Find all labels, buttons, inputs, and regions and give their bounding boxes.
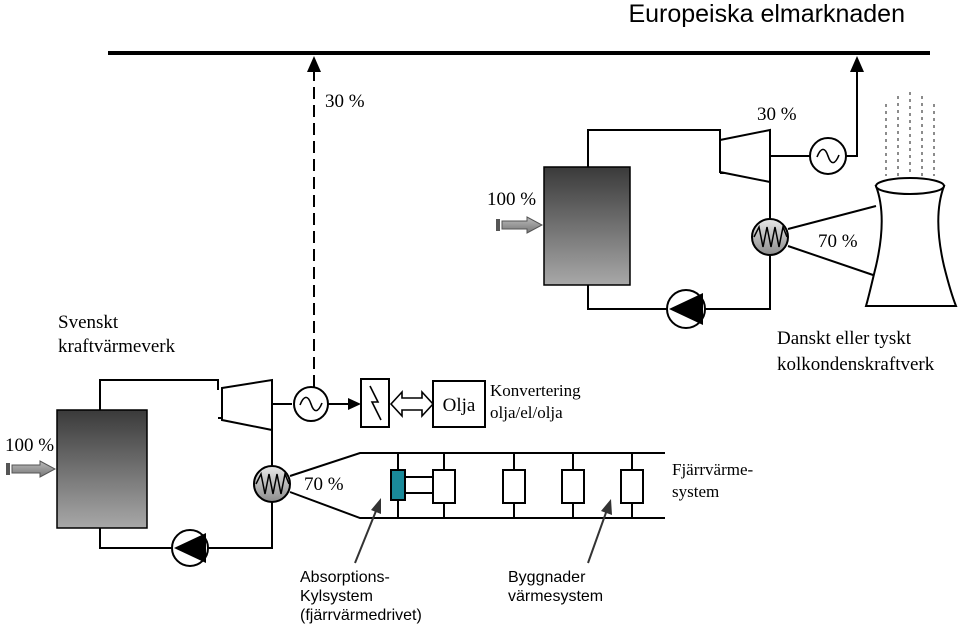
consumer-unit-1 — [432, 469, 456, 504]
absorption-chiller-unit — [390, 469, 406, 501]
swedish-plant-label-line1: Svenskt — [58, 312, 119, 333]
foreign-input-percent: 100 % — [487, 189, 536, 210]
district-heating-network — [289, 452, 665, 519]
cooling-tower — [864, 177, 958, 307]
district-heating-consumers — [390, 453, 644, 518]
swedish-turbine — [221, 378, 273, 432]
cooling-tower-vapour — [885, 92, 935, 176]
foreign-loss-percent: 70 % — [818, 231, 858, 252]
buildings-callout-line2: värmesystem — [508, 588, 603, 605]
consumer-unit-4 — [620, 469, 644, 504]
foreign-input-arrow — [496, 216, 544, 234]
conversion-label-line2: olja/el/olja — [490, 403, 563, 422]
foreign-export-arrowhead — [850, 56, 864, 72]
swedish-input-arrow — [6, 460, 57, 478]
page-title: Europeiska elmarknaden — [628, 0, 905, 28]
absorption-callout-line3: (fjärrvärmedrivet) — [300, 607, 422, 624]
lightning-icon — [369, 385, 382, 421]
absorption-callout-line1: Absorptions- — [300, 569, 390, 586]
foreign-electricity-percent: 30 % — [757, 104, 797, 125]
district-heating-label-line1: Fjärrvärme- — [672, 460, 754, 479]
consumer-unit-2 — [502, 469, 526, 504]
swedish-heat-percent: 70 % — [304, 474, 344, 495]
foreign-condenser — [751, 218, 789, 256]
swedish-pump-triangle-icon — [174, 533, 206, 563]
foreign-plant-label-line1: Danskt eller tyskt — [777, 328, 912, 349]
consumer-unit-3 — [561, 469, 585, 504]
oil-box — [432, 380, 486, 428]
swedish-export-arrowhead — [307, 56, 321, 72]
buildings-callout-line1: Byggnader — [508, 569, 586, 586]
foreign-boiler — [543, 166, 631, 286]
foreign-turbine — [719, 128, 771, 184]
oil-box-label: Olja — [443, 395, 476, 416]
swedish-electricity-percent: 30 % — [325, 91, 365, 112]
converter-box — [360, 378, 390, 428]
swedish-input-percent: 100 % — [5, 435, 54, 456]
foreign-pump-triangle-icon — [669, 293, 703, 325]
swedish-heat-exchanger — [253, 465, 291, 503]
district-heating-label-line2: system — [672, 482, 719, 501]
absorption-callout-line2: Kylsystem — [300, 588, 373, 605]
swedish-boiler — [56, 409, 148, 529]
conversion-label-line1: Konvertering — [490, 381, 581, 400]
bidirectional-arrow — [389, 389, 435, 419]
buildings-callout-arrow — [587, 506, 609, 564]
swedish-plant-label-line2: kraftvärmeverk — [58, 336, 176, 357]
foreign-plant-label-line2: kolkondenskraftverk — [777, 354, 935, 375]
foreign-export-line — [846, 64, 858, 157]
cooling-water-flow — [787, 205, 877, 277]
absorption-callout-arrow — [354, 505, 379, 564]
